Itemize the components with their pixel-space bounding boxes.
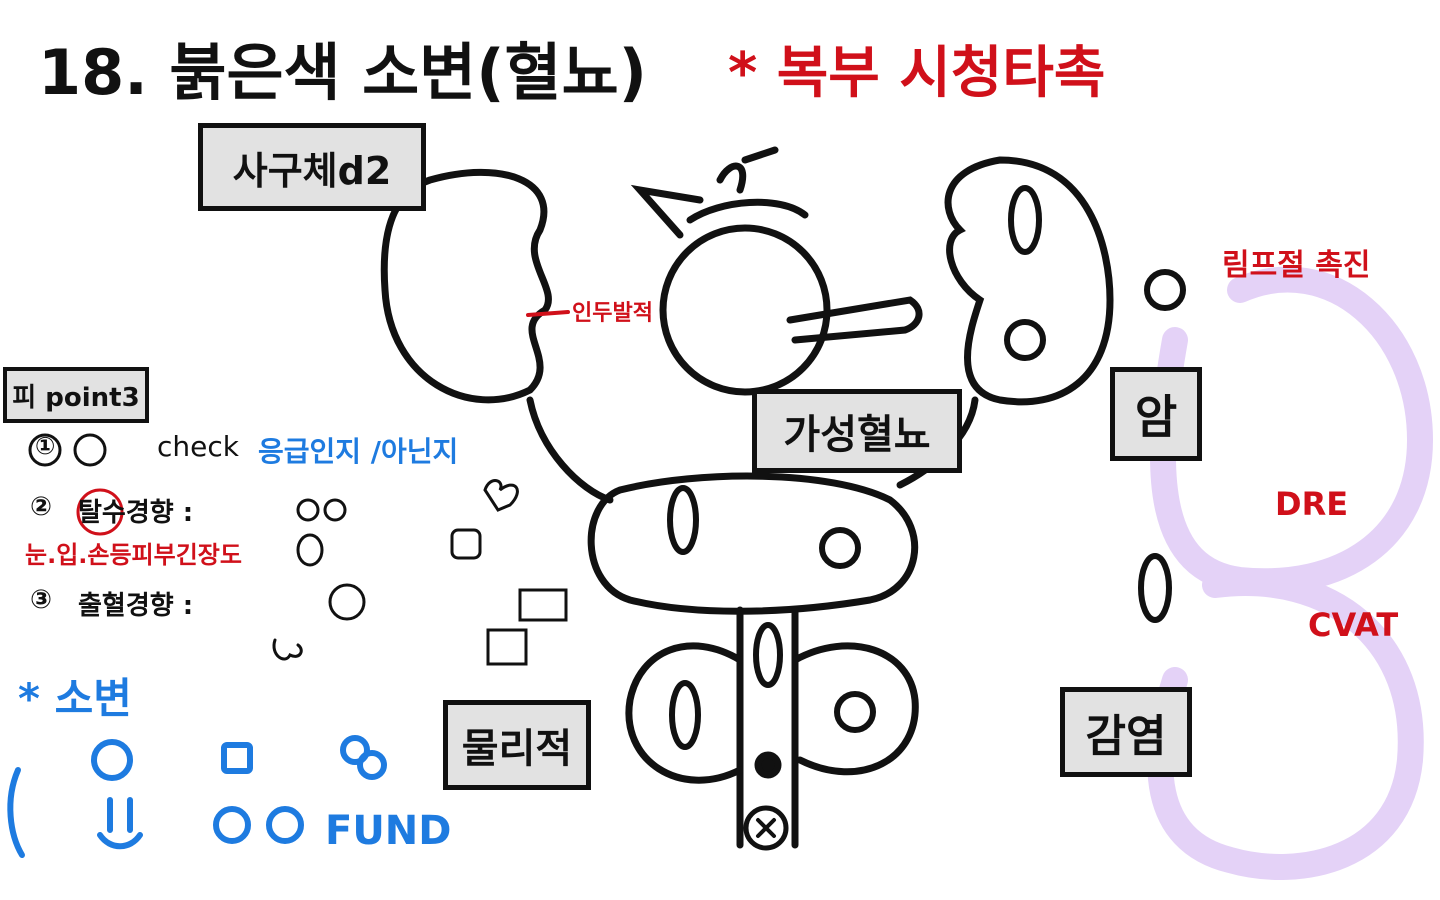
- point-3-number: ③: [30, 585, 53, 615]
- bacteria-rods: [667, 185, 1172, 750]
- lavender-loop-upper: [1149, 266, 1434, 595]
- point-box: 피 point3: [3, 367, 149, 423]
- urine-heading: * 소변: [18, 674, 132, 723]
- label-infection: 감염: [1060, 687, 1192, 777]
- page-title: 18. 붉은색 소변(혈뇨): [38, 36, 647, 109]
- bacteria-cocci: [819, 269, 1186, 733]
- label-pharyngitis: 인두발적: [572, 301, 653, 326]
- label-dre: DRE: [1275, 485, 1349, 523]
- red-circle: [76, 488, 124, 536]
- label-pseudo-hematuria: 가성혈뇨: [752, 389, 962, 473]
- point-2-note: 눈.입.손등피부긴장도: [25, 541, 242, 569]
- x-mark: [756, 818, 776, 838]
- hair-bow: [630, 146, 809, 239]
- ureter-left: [526, 396, 614, 504]
- label-cvat: CVAT: [1308, 606, 1399, 644]
- label-cancer: 암: [1110, 367, 1202, 461]
- point-2-number: ②: [30, 492, 53, 522]
- small-symptom-icons: [28, 433, 568, 666]
- blocked-symbol: [743, 805, 789, 851]
- red-tick: [526, 310, 570, 317]
- label-physical: 물리적: [443, 700, 591, 790]
- urethra: [736, 606, 799, 849]
- label-lymph-palpation: 림프절 촉진: [1222, 248, 1371, 283]
- subtitle-abdominal-exam: * 복부 시청타촉: [728, 41, 1106, 106]
- kidney-left: [380, 168, 552, 404]
- nose: [786, 296, 923, 344]
- kidney-right: [944, 156, 1114, 406]
- label-glomerulus: 사구체d2: [198, 123, 426, 211]
- fund-label: FUND: [325, 808, 452, 854]
- point-1-note: 응급인지 /아닌지: [258, 435, 459, 468]
- point-1-number: ①: [35, 432, 56, 460]
- blue-icons: [7, 735, 387, 858]
- point-1-text: check: [157, 430, 239, 463]
- bladder: [587, 472, 919, 615]
- stone: [754, 751, 782, 779]
- point-3-text: 출혈경향 :: [78, 591, 194, 621]
- lavender-loop-lower: [1147, 570, 1424, 880]
- lower-lobe-right: [791, 642, 919, 776]
- point-2-text: 탈수경향 :: [78, 498, 194, 528]
- head: [659, 224, 831, 396]
- lower-lobe-left: [625, 642, 744, 784]
